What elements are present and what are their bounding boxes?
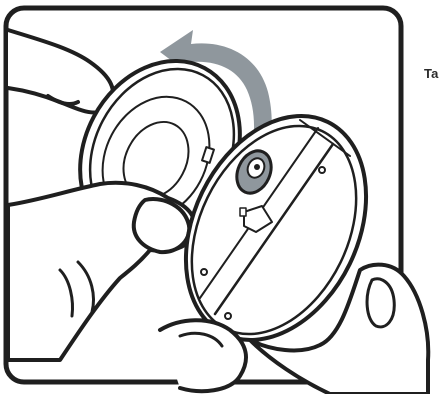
instruction-caption: Ta	[424, 66, 439, 81]
